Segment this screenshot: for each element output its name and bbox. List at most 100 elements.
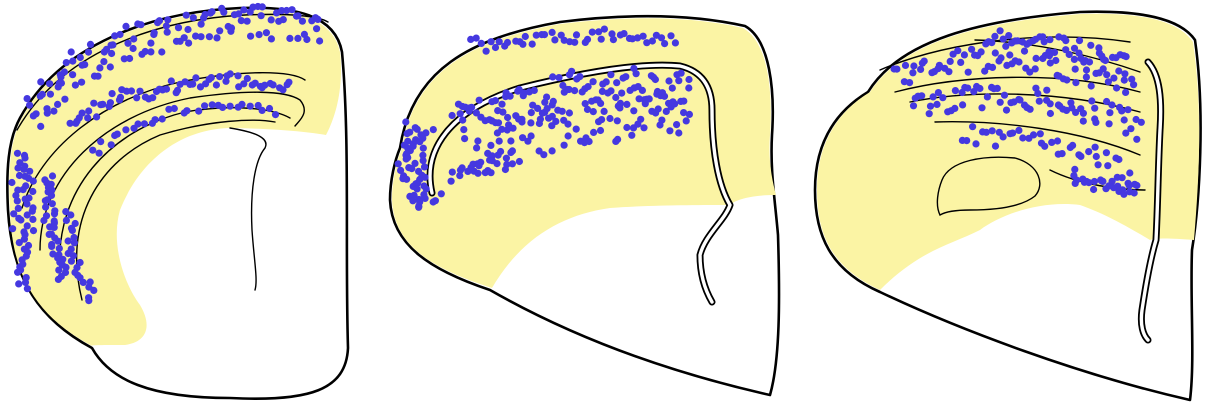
section-3-cell xyxy=(1080,110,1087,117)
section-3-cell xyxy=(964,85,971,92)
section-1-cell xyxy=(316,37,323,44)
section-1-cell xyxy=(48,243,55,250)
section-1-cell xyxy=(171,105,178,112)
section-1-cell xyxy=(55,276,62,283)
section-1-cell xyxy=(72,82,79,89)
section-2-cell xyxy=(573,31,580,38)
section-2-cell xyxy=(503,155,510,162)
section-2-cell xyxy=(639,87,646,94)
section-3-cell xyxy=(1003,107,1010,114)
section-1-cell xyxy=(81,61,88,68)
section-1-cell xyxy=(100,58,107,65)
section-3-cell xyxy=(1126,169,1133,176)
section-1-cell xyxy=(61,68,68,75)
section-3-cell xyxy=(1059,150,1066,157)
section-2 xyxy=(390,16,779,395)
section-2-cell xyxy=(598,116,605,123)
section-2-cell xyxy=(666,127,673,134)
section-1-cell xyxy=(108,141,115,148)
section-2-cell xyxy=(559,108,566,115)
section-2-cell xyxy=(504,39,511,46)
section-2-cell xyxy=(516,158,523,165)
section-2-cell xyxy=(614,117,621,124)
section-2-cell xyxy=(507,93,514,100)
section-2-cell xyxy=(671,100,678,107)
section-3-cell xyxy=(1099,178,1106,185)
section-3-cell xyxy=(1109,178,1116,185)
section-1-cell xyxy=(190,14,197,21)
section-2-cell xyxy=(571,39,578,46)
section-2-cell xyxy=(504,114,511,121)
section-1-cell xyxy=(137,21,144,28)
section-1-cell xyxy=(213,81,220,88)
section-1-cell xyxy=(185,40,192,47)
section-3-cell xyxy=(1121,116,1128,123)
section-1-cell xyxy=(9,225,16,232)
section-3-cell xyxy=(1072,66,1079,73)
section-3-cell xyxy=(959,101,966,108)
section-3-cell xyxy=(989,64,996,71)
section-1-cell xyxy=(268,35,275,42)
section-1-cell xyxy=(313,25,320,32)
section-1-cell xyxy=(270,81,277,88)
section-3-cell xyxy=(1046,36,1053,43)
section-1-cell xyxy=(29,188,36,195)
section-2-cell xyxy=(590,129,597,136)
section-3-cell xyxy=(1073,177,1080,184)
section-1-cell xyxy=(141,120,148,127)
section-3-cell xyxy=(1000,133,1007,140)
section-2-cell xyxy=(551,36,558,43)
section-2-cell xyxy=(623,124,630,131)
section-1-cell xyxy=(85,49,92,56)
section-1-cell xyxy=(24,285,31,292)
section-1-cell xyxy=(303,36,310,43)
section-1-cell xyxy=(183,107,190,114)
section-2-cell xyxy=(618,90,625,97)
section-2-cell xyxy=(483,48,490,55)
section-3-cell xyxy=(1138,119,1145,126)
section-3-cell xyxy=(933,101,940,108)
section-2-cell xyxy=(555,74,562,81)
section-2-cell xyxy=(637,116,644,123)
section-2-cell xyxy=(610,36,617,43)
section-1-cell xyxy=(122,23,129,30)
section-1-cell xyxy=(16,239,23,246)
section-1-cell xyxy=(126,55,133,62)
section-1-cell xyxy=(77,54,84,61)
section-3-cell xyxy=(947,58,954,65)
section-1-cell xyxy=(79,110,86,117)
section-2-cell xyxy=(493,160,500,167)
section-2-cell xyxy=(414,185,421,192)
section-2-cell xyxy=(613,79,620,86)
section-1-cell xyxy=(216,27,223,34)
section-3-cell xyxy=(1091,178,1098,185)
section-3-cell xyxy=(1108,101,1115,108)
section-1-cell xyxy=(263,29,270,36)
section-2-cell xyxy=(496,138,503,145)
section-3-cell xyxy=(1009,130,1016,137)
section-2-cell xyxy=(601,26,608,33)
section-2-cell xyxy=(459,117,466,124)
section-2-cell xyxy=(566,109,573,116)
section-3-cell xyxy=(969,123,976,130)
section-2-cell xyxy=(473,144,480,151)
section-3-cell xyxy=(909,69,916,76)
section-1-cell xyxy=(122,126,129,133)
section-1-cell xyxy=(14,150,21,157)
section-3-cell xyxy=(926,110,933,117)
section-1-cell xyxy=(272,111,279,118)
section-1-cell xyxy=(42,204,49,211)
section-2-cell xyxy=(522,33,529,40)
section-1-cell xyxy=(69,71,76,78)
section-3-cell xyxy=(1133,136,1140,143)
section-2-cell xyxy=(616,104,623,111)
section-2-cell xyxy=(573,126,580,133)
section-1-cell xyxy=(280,16,287,23)
section-2-cell xyxy=(487,142,494,149)
section-2-cell xyxy=(564,121,571,128)
section-3-cell xyxy=(893,66,900,73)
section-2-cell xyxy=(606,115,613,122)
section-3-cell xyxy=(961,51,968,58)
section-1-cell xyxy=(294,35,301,42)
section-1-cell xyxy=(266,105,273,112)
